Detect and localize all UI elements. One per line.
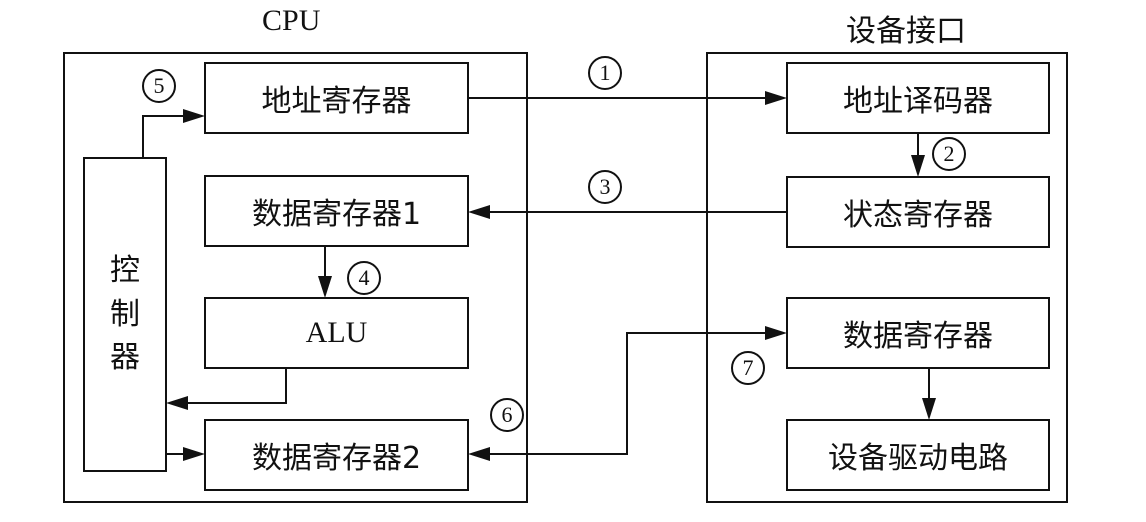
controller-char-3: 器 (110, 340, 140, 376)
device-driver-box (786, 419, 1050, 491)
controller-char-1: 控 (110, 253, 140, 289)
arrowhead-controller-to-dr2 (183, 447, 205, 461)
alu-box (204, 297, 469, 369)
wire-alu-to-controller (183, 368, 287, 404)
step-1-marker: 1 (588, 56, 622, 90)
address-decoder-label: 地址译码器 (843, 84, 993, 119)
status-register-box (786, 176, 1050, 248)
data-register-1-box (204, 175, 469, 247)
step-4-marker: 4 (347, 261, 381, 295)
arrowhead-step-4 (318, 276, 332, 298)
device-driver-label: 设备驱动电路 (828, 441, 1008, 476)
alu-label: ALU (305, 316, 368, 349)
arrowhead-step-5 (183, 109, 205, 123)
device-data-register-box (786, 297, 1050, 369)
controller-char-2: 制 (110, 296, 140, 332)
step-2-marker: 2 (932, 137, 966, 171)
cpu-frame (63, 52, 528, 503)
step-7-marker: 7 (731, 351, 765, 385)
wire-step-5 (142, 115, 188, 158)
data-register-2-label: 数据寄存器2 (251, 441, 422, 476)
step-6-marker: 6 (490, 398, 524, 432)
arrowhead-step-1 (765, 91, 787, 105)
address-decoder-box (786, 62, 1050, 134)
arrowhead-step-6 (468, 447, 490, 461)
device-data-register-label: 数据寄存器 (843, 319, 993, 354)
data-register-1-label: 数据寄存器1 (251, 197, 422, 232)
arrowhead-step-7 (765, 326, 787, 340)
step-3-marker: 3 (588, 170, 622, 204)
device-interface-title: 设备接口 (846, 14, 966, 49)
arrowhead-alu-to-controller (166, 396, 188, 410)
device-interface-frame (706, 52, 1068, 503)
controller-label: 控 制 器 (84, 158, 166, 471)
address-register-label: 地址寄存器 (261, 84, 412, 119)
cpu-title: CPU (262, 4, 321, 37)
step-5-marker: 5 (142, 69, 176, 103)
wire-step-6-7 (486, 332, 770, 455)
arrowhead-step-3 (468, 205, 490, 219)
controller-box (83, 157, 167, 472)
arrowhead-step-2 (911, 155, 925, 177)
arrowhead-dr-to-driver (922, 398, 936, 420)
status-register-label: 状态寄存器 (843, 198, 993, 233)
data-register-2-box (204, 419, 469, 491)
address-register-box (204, 62, 469, 134)
